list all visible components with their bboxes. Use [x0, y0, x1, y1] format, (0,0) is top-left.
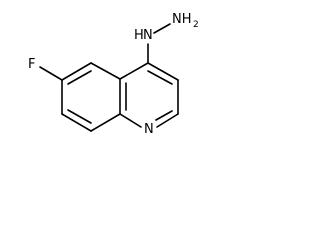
- atom-fluorine: F: [28, 57, 35, 72]
- atom-hydrazine-nh2-subscript: 2: [193, 20, 199, 30]
- molecule-svg: F N H N NH 2: [28, 12, 199, 137]
- bond-c8-c8a: [90, 113, 121, 132]
- bond-c5-c6-inner: [67, 70, 92, 85]
- structure-diagram: F N H N NH 2: [0, 0, 204, 158]
- bond-c2-n1: [156, 113, 179, 128]
- bond-c2-n1-inner: [155, 110, 173, 121]
- bond-c4a-c5: [90, 62, 121, 80]
- bond-nh-nh2: [153, 23, 171, 34]
- bond-c4-c3: [147, 62, 179, 81]
- atom-ring-nitrogen: N: [144, 122, 154, 137]
- bond-c7-c8: [61, 113, 92, 132]
- atom-hydrazine-nh2: NH: [172, 12, 192, 27]
- bond-c4-c4a: [119, 62, 149, 80]
- atom-hydrazine-h: H: [134, 28, 144, 43]
- bond-c4-c3-inner: [147, 70, 173, 85]
- bond-c5-c6: [61, 62, 92, 81]
- bond-n1-c8a: [119, 113, 142, 128]
- bond-c6-f: [39, 66, 63, 81]
- atom-hydrazine-n: N: [143, 28, 153, 43]
- bond-c7-c8-inner: [67, 109, 92, 124]
